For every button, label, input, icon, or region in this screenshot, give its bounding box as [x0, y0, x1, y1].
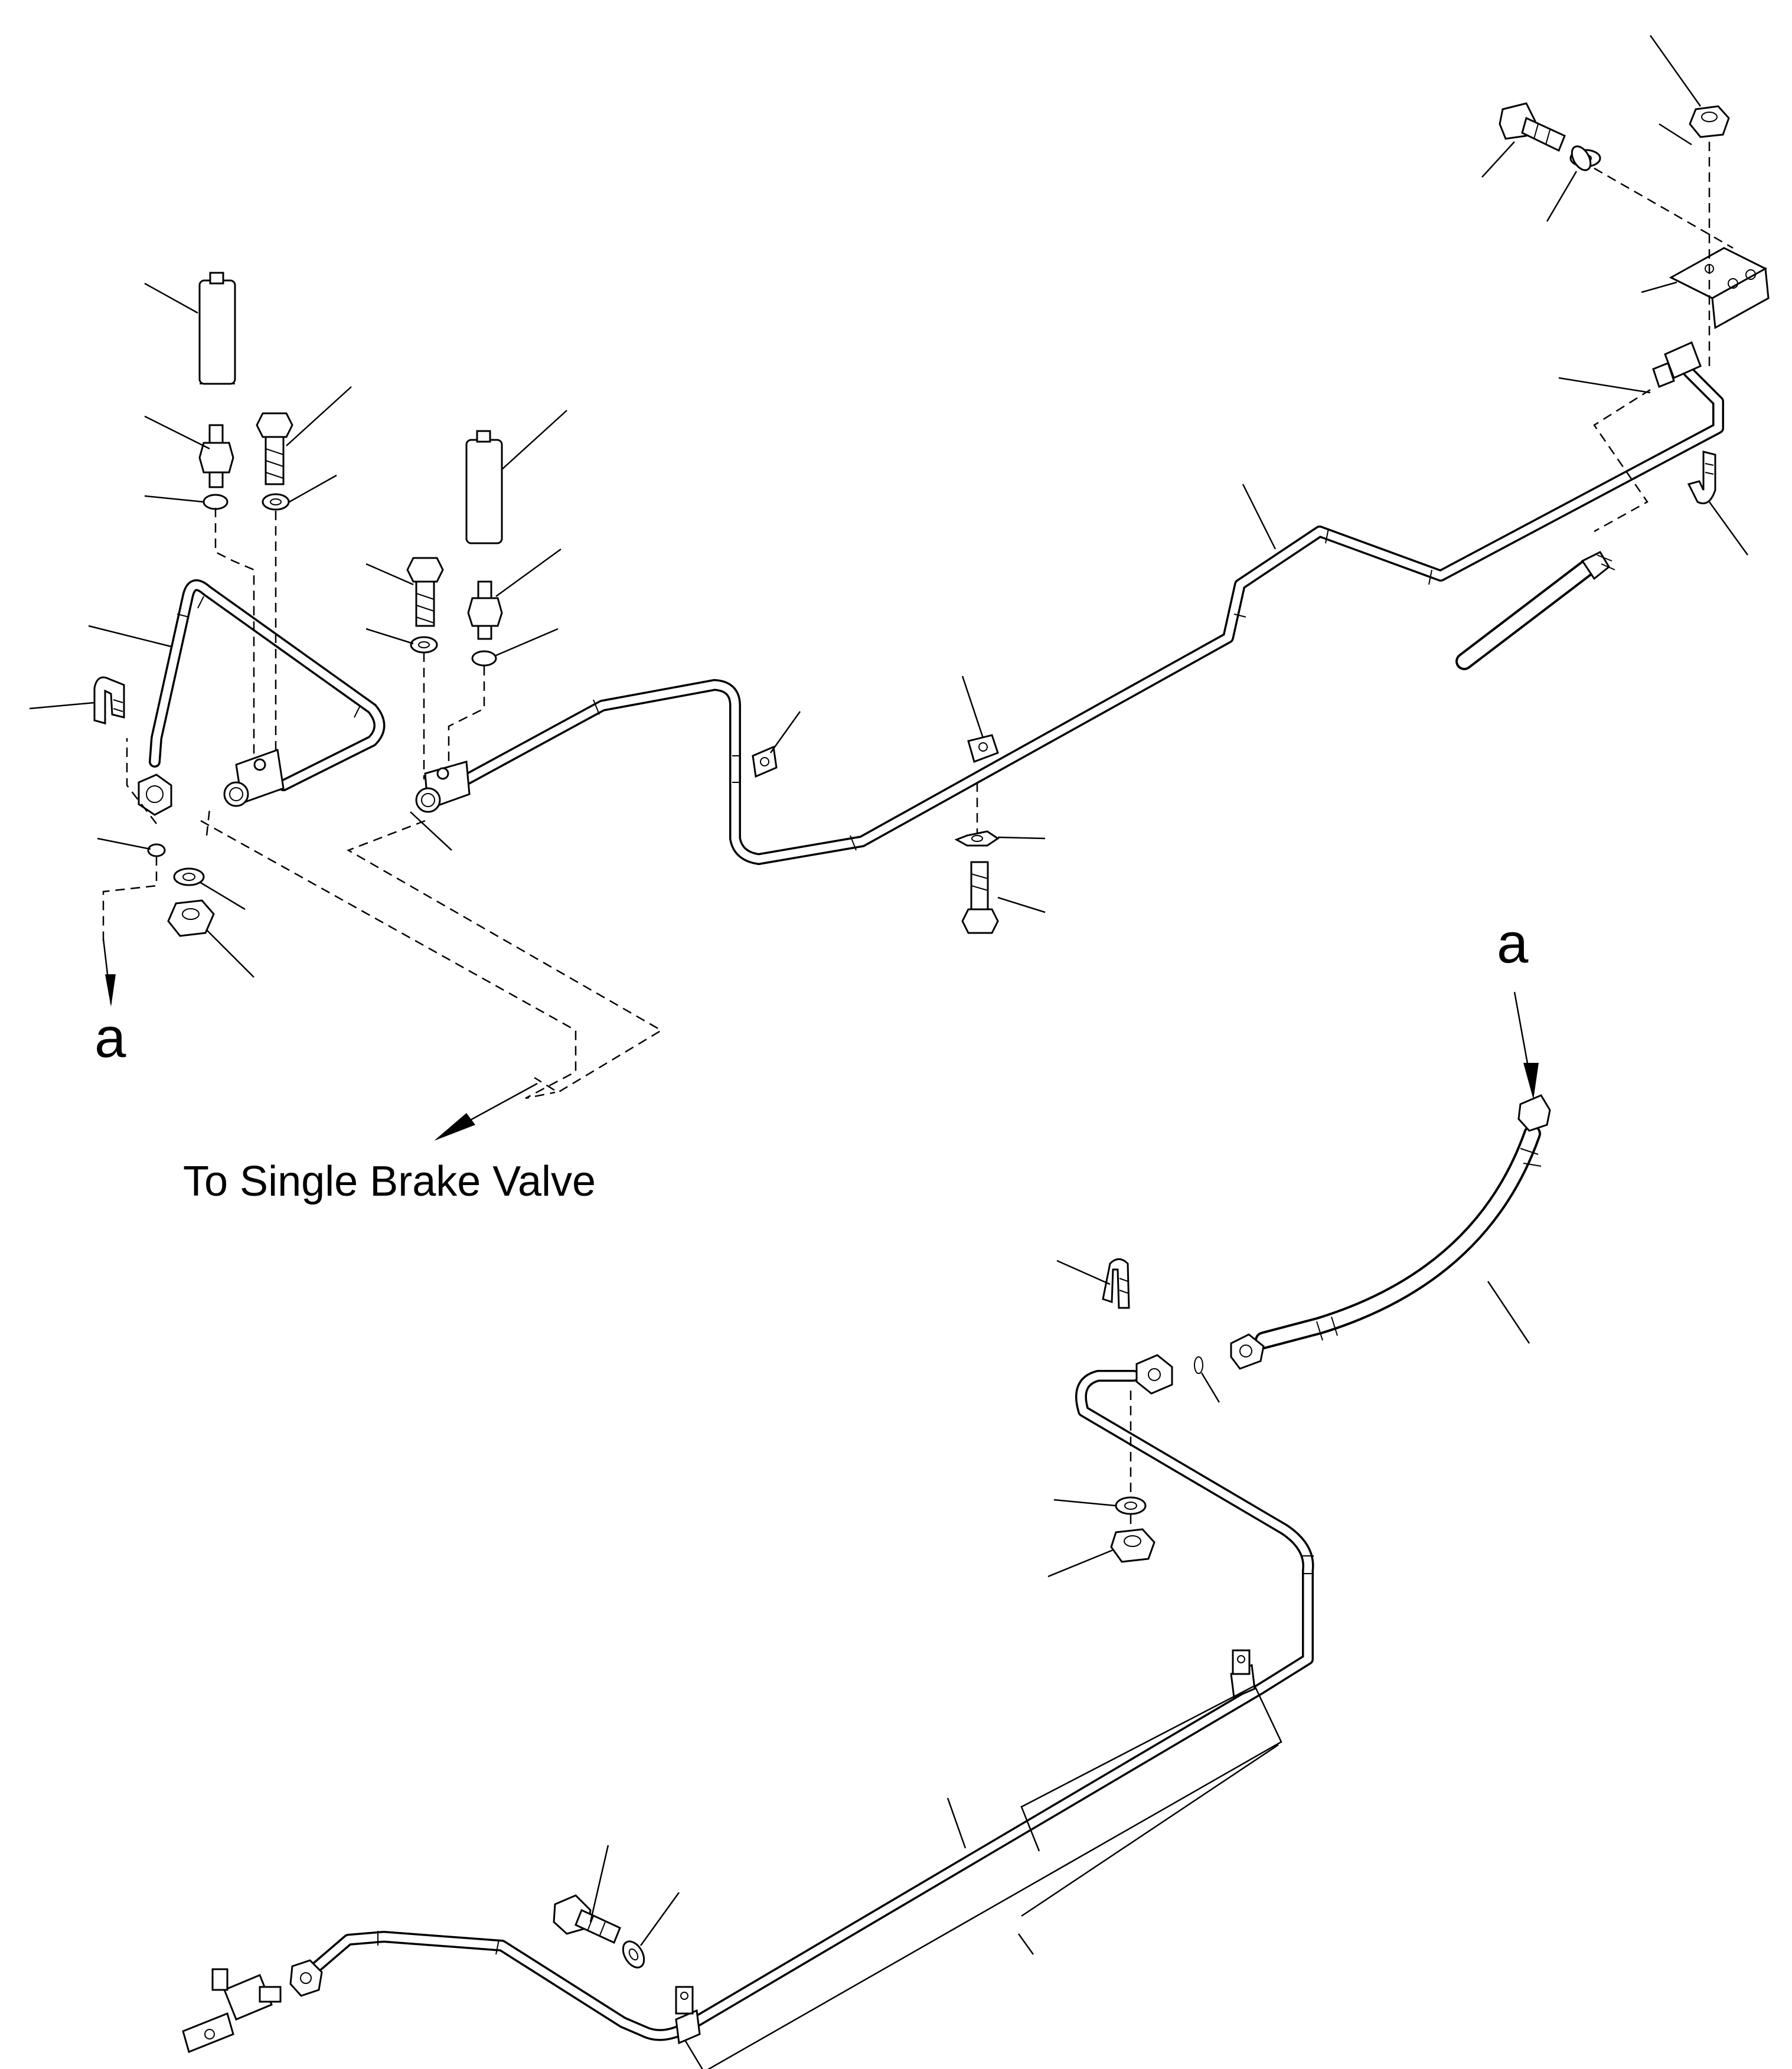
clamp — [1230, 1649, 1256, 1699]
clip — [93, 676, 125, 725]
callout-a-left: a — [94, 1006, 126, 1069]
clamp — [752, 745, 778, 778]
washer — [173, 867, 205, 886]
clamp — [675, 1986, 701, 2045]
union-fitting — [1135, 1354, 1173, 1395]
washer — [147, 843, 166, 857]
bolt — [256, 412, 293, 485]
accumulator — [198, 272, 236, 385]
washer — [1115, 1496, 1147, 1515]
washer — [954, 830, 1000, 847]
washer — [622, 1940, 645, 1969]
lower-brake-tube — [182, 1354, 1314, 2054]
clip — [1102, 1258, 1130, 1309]
hex-nut — [167, 899, 215, 937]
washer — [410, 636, 438, 654]
bolt — [1499, 102, 1566, 152]
adapter-fitting — [467, 580, 503, 640]
upper-brake-tube — [415, 341, 1724, 865]
accumulator — [465, 430, 503, 544]
left-brake-tube — [138, 579, 386, 816]
destination-label: To Single Brake Valve — [183, 1158, 596, 1205]
connector-block — [415, 761, 471, 813]
arrow-a-right — [1513, 991, 1539, 1099]
hex-nut — [1110, 1528, 1156, 1563]
tee-fitting — [182, 1959, 323, 2054]
hose-end-nut — [1230, 1333, 1265, 1370]
leader-lines — [29, 35, 1749, 2069]
bolt — [406, 557, 444, 627]
assembly-lines — [102, 142, 1734, 1529]
bolt — [553, 1894, 621, 1944]
washer — [203, 494, 229, 510]
arrow-a-left — [102, 938, 116, 1007]
adapter-fitting — [198, 424, 234, 488]
hex-nut — [1689, 105, 1730, 138]
clamp — [967, 734, 999, 763]
callout-a-right: a — [1497, 912, 1529, 975]
clip — [1687, 451, 1716, 504]
connector-block — [223, 748, 285, 807]
o-ring — [1194, 1356, 1203, 1374]
washer — [262, 493, 290, 511]
washer — [471, 650, 497, 667]
flare-nut — [138, 774, 172, 816]
brake-hose — [1230, 1094, 1551, 1370]
pipe-cut-end — [1455, 551, 1615, 670]
arrow-to-brake-valve — [434, 1082, 538, 1141]
mounting-bracket — [1669, 247, 1770, 329]
bolt — [961, 861, 999, 934]
end-fitting — [1652, 341, 1702, 388]
washer — [1571, 145, 1592, 171]
hose-end-nut — [1517, 1094, 1551, 1132]
